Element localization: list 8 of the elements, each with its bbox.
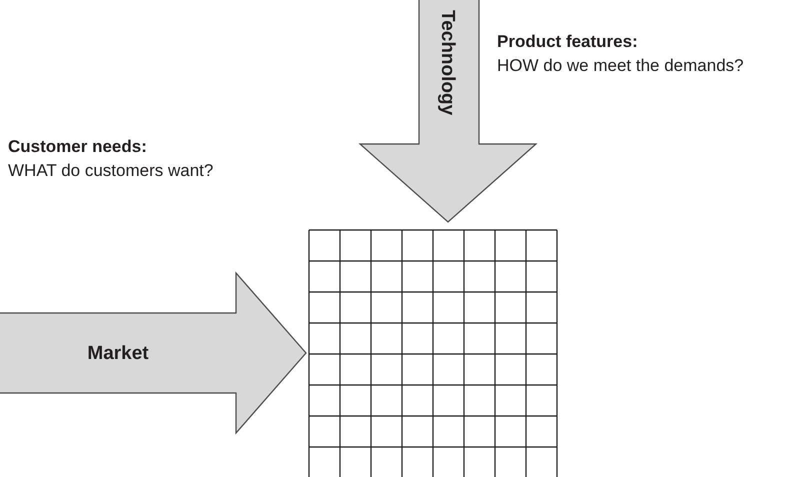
matrix-grid [308, 229, 559, 477]
heading-note: Customer needs: [8, 137, 147, 157]
block-arrow [0, 271, 308, 435]
arrow-label: Market [86, 343, 150, 365]
heading-note: Product features: [497, 32, 638, 52]
note-text: HOW do we meet the demands? [497, 56, 744, 76]
arrow-label: Technology [436, 10, 458, 116]
note-text: WHAT do customers want? [8, 161, 214, 181]
